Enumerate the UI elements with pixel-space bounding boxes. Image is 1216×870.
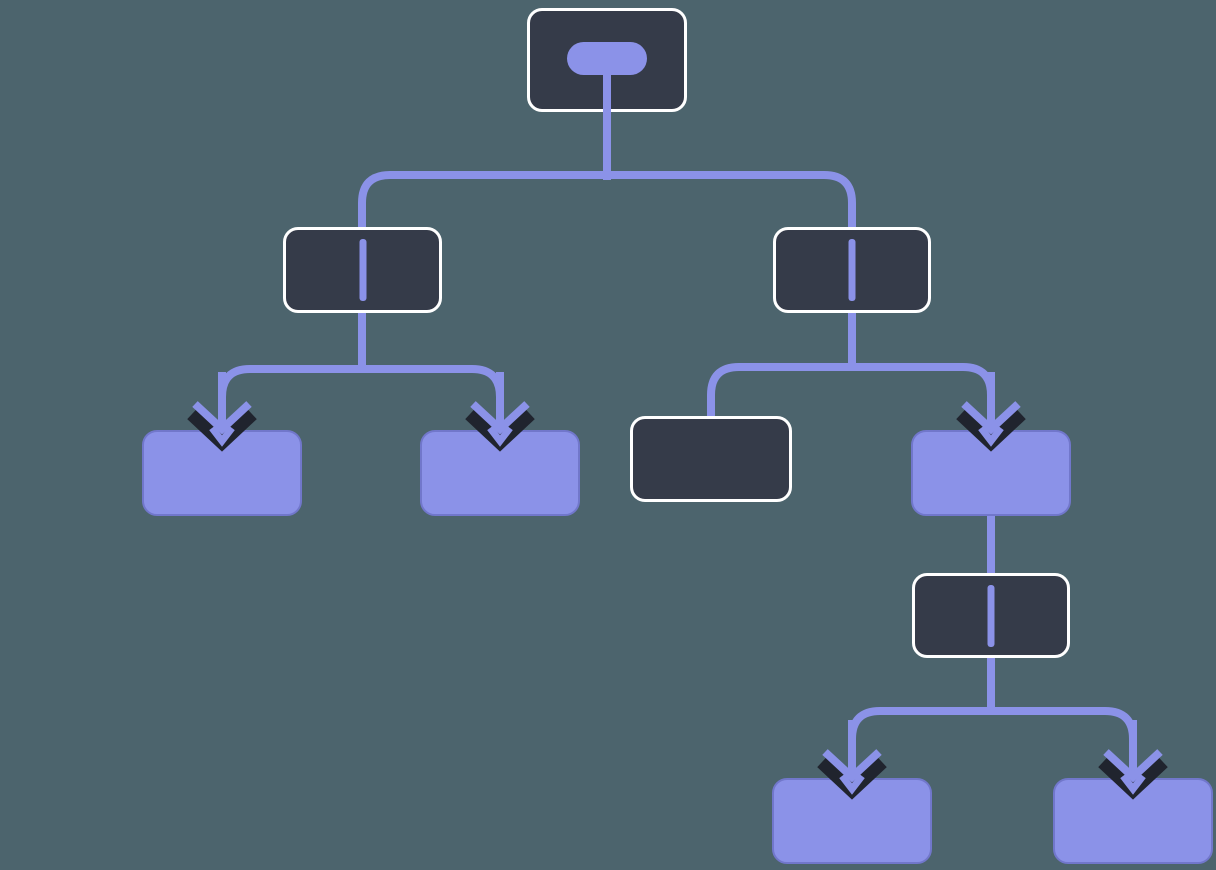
node-leaf-2[interactable] bbox=[420, 430, 580, 516]
node-mid-purple[interactable] bbox=[911, 430, 1071, 516]
node-branch-lower[interactable] bbox=[912, 573, 1070, 658]
node-leaf-3[interactable] bbox=[772, 778, 932, 864]
node-leaf-dark[interactable] bbox=[630, 416, 792, 502]
node-root[interactable] bbox=[527, 8, 687, 112]
connector-line-left-branch bbox=[218, 365, 504, 432]
connector-line-lower-branch bbox=[848, 707, 1137, 780]
bar-icon bbox=[848, 239, 856, 301]
node-leaf-4[interactable] bbox=[1053, 778, 1213, 864]
bar-icon bbox=[359, 239, 366, 301]
bar-icon bbox=[987, 584, 995, 647]
pill-icon bbox=[567, 42, 647, 75]
connector-line-level1-branch bbox=[358, 171, 856, 232]
node-branch-left[interactable] bbox=[283, 227, 442, 313]
node-branch-right[interactable] bbox=[773, 227, 931, 313]
node-leaf-1[interactable] bbox=[142, 430, 302, 516]
